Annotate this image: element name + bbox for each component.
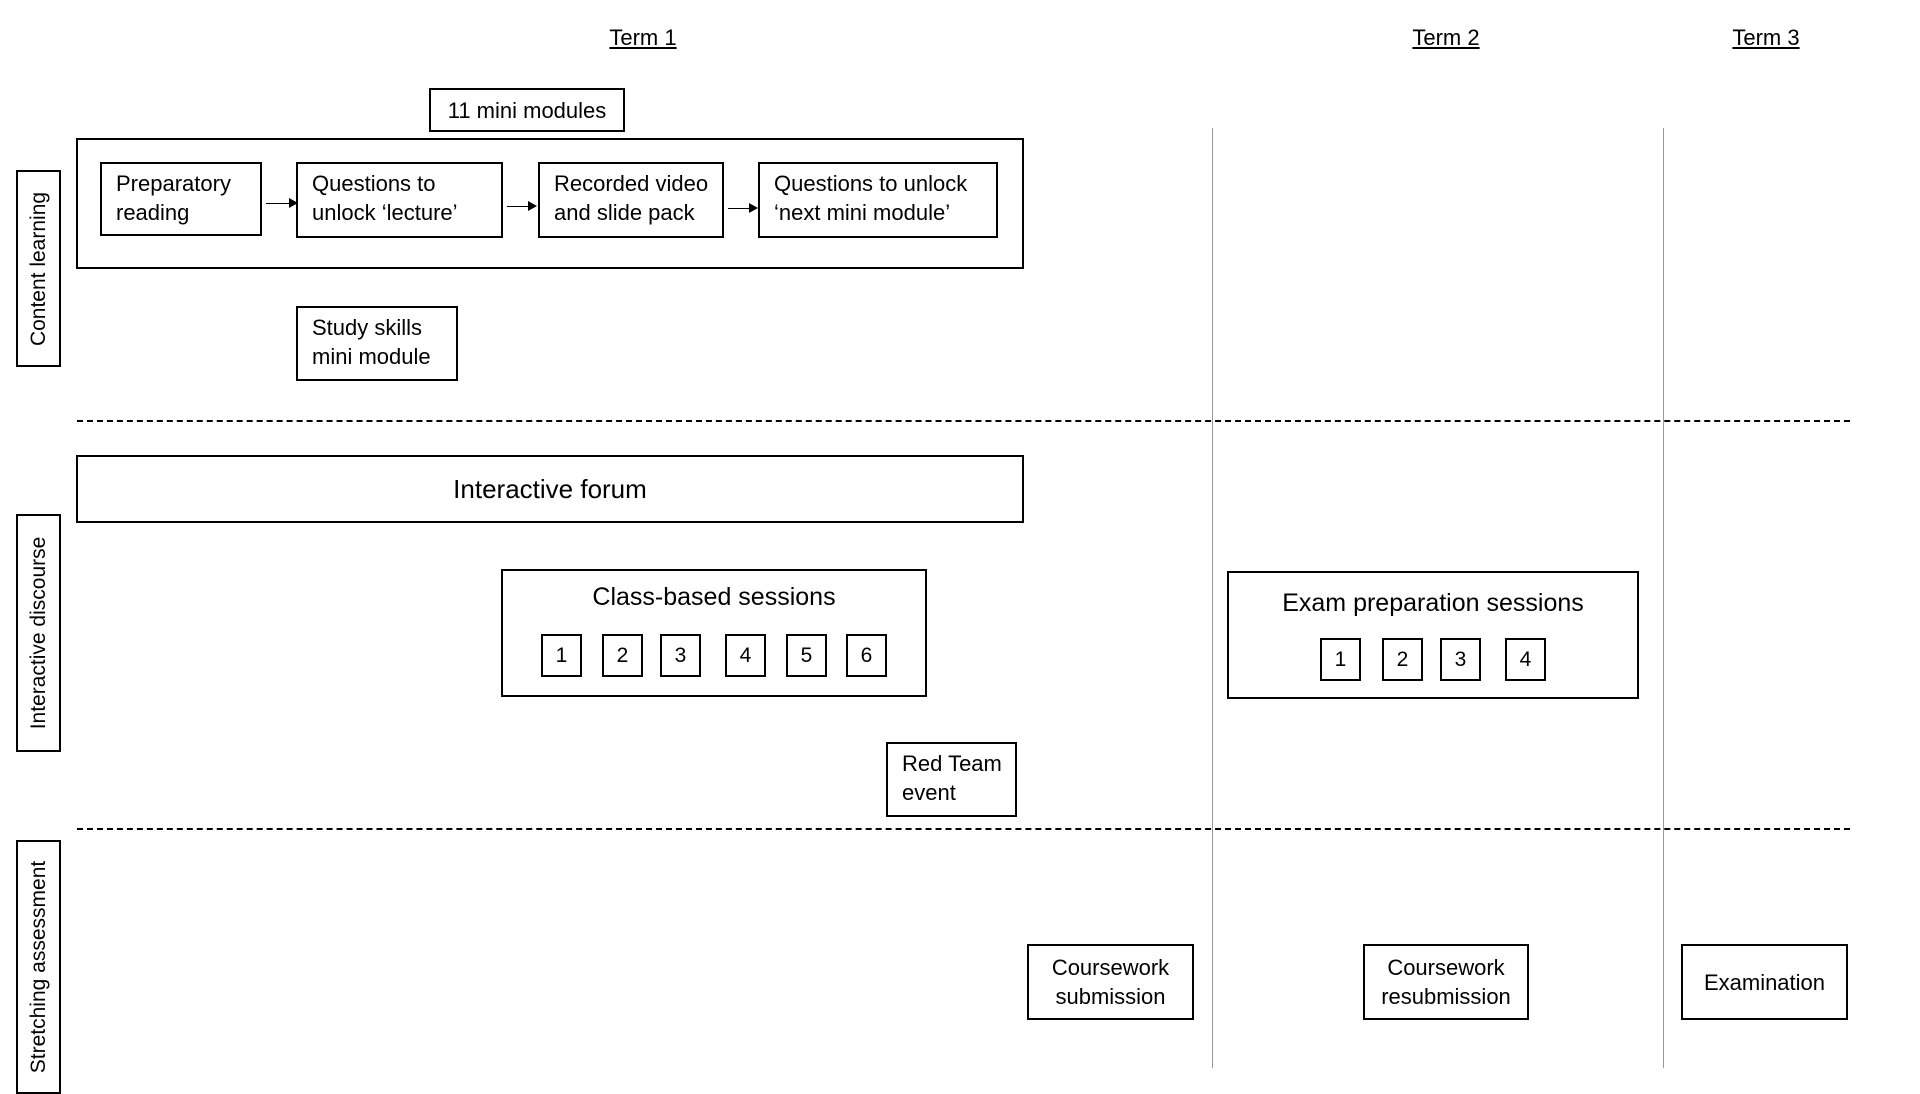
interactive-forum: Interactive forum	[76, 455, 1024, 523]
exam-session-number: 2	[1382, 638, 1423, 681]
exam-sessions-title: Exam preparation sessions	[1282, 589, 1584, 617]
class-session-number: 6	[846, 634, 887, 677]
step-preparatory-reading: Preparatory reading	[100, 162, 262, 236]
class-session-number: 4	[725, 634, 766, 677]
term-2-header: Term 2	[1412, 25, 1480, 50]
term-1-header: Term 1	[609, 25, 677, 50]
arrow-icon	[728, 203, 758, 213]
step-questions-unlock-next: Questions to unlock ‘next mini module’	[758, 162, 998, 238]
red-team-event: Red Team event	[886, 742, 1017, 817]
exam-preparation-sessions: Exam preparation sessions 1 2 3 4	[1227, 571, 1639, 699]
step-recorded-video: Recorded video and slide pack	[538, 162, 724, 238]
examination: Examination	[1681, 944, 1848, 1020]
term-3-header: Term 3	[1732, 25, 1800, 50]
arrow-icon	[507, 201, 537, 211]
row-label-interactive-discourse: Interactive discourse	[16, 514, 61, 752]
mini-modules-label: 11 mini modules	[429, 88, 625, 132]
class-session-number: 1	[541, 634, 582, 677]
class-based-sessions: Class-based sessions 1 2 3 4 5 6	[501, 569, 927, 697]
coursework-resubmission: Coursework resubmission	[1363, 944, 1529, 1020]
step-questions-unlock-lecture: Questions to unlock ‘lecture’	[296, 162, 503, 238]
class-session-number: 5	[786, 634, 827, 677]
arrow-icon	[266, 198, 298, 208]
row-label-content-learning: Content learning	[16, 170, 61, 367]
exam-session-number: 4	[1505, 638, 1546, 681]
row-separator-1	[77, 420, 1850, 422]
term-divider-1-2	[1212, 128, 1213, 1068]
study-skills-mini-module: Study skills mini module	[296, 306, 458, 381]
row-separator-2	[77, 828, 1850, 830]
class-session-number: 2	[602, 634, 643, 677]
exam-session-number: 1	[1320, 638, 1361, 681]
class-session-number: 3	[660, 634, 701, 677]
term-divider-2-3	[1663, 128, 1664, 1068]
class-sessions-title: Class-based sessions	[592, 583, 836, 611]
row-label-stretching-assessment: Stretching assessment	[16, 840, 61, 1094]
coursework-submission: Coursework submission	[1027, 944, 1194, 1020]
exam-session-number: 3	[1440, 638, 1481, 681]
